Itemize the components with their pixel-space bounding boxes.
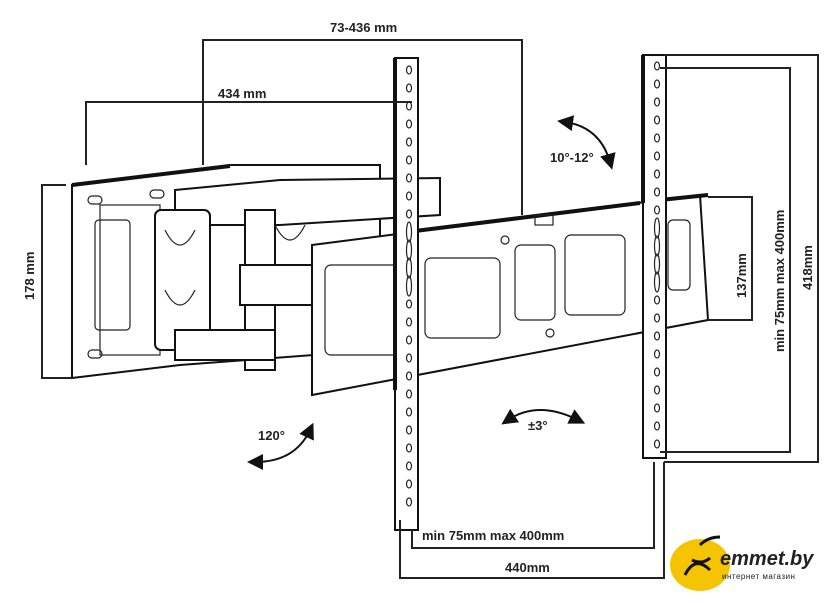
mounting-hole (405, 443, 413, 453)
swivel-angle-label: 120° (258, 428, 285, 443)
mounting-hole (653, 151, 661, 161)
mounting-hole (653, 271, 661, 293)
mounting-hole (405, 155, 413, 165)
mounting-hole (405, 497, 413, 507)
mounting-hole (405, 461, 413, 471)
mounting-hole (405, 119, 413, 129)
mounting-hole (653, 169, 661, 179)
mounting-hole (653, 439, 661, 449)
mounting-hole (653, 331, 661, 341)
mounting-hole (653, 115, 661, 125)
tilt-arrow (557, 115, 616, 170)
rotation-arrow (501, 408, 586, 425)
mounting-hole (405, 299, 413, 309)
mounting-hole (653, 253, 661, 275)
wall-plate-height-label: 178 mm (22, 252, 37, 300)
swing-arm (154, 176, 441, 371)
mounting-hole (405, 83, 413, 93)
mounting-hole (405, 257, 413, 279)
emmet-logo (670, 535, 730, 591)
total-width-label: 440mm (505, 560, 550, 575)
mounting-hole (405, 137, 413, 147)
mounting-hole (405, 317, 413, 327)
mounting-hole (653, 205, 661, 215)
rotation-angle-label: ±3° (528, 418, 548, 433)
mounting-hole (405, 335, 413, 345)
vertical-rail-right (641, 54, 667, 459)
mounting-hole (653, 421, 661, 431)
mounting-hole (405, 221, 413, 243)
bracket-height-label: 137mm (734, 253, 749, 298)
vesa-horizontal-label: min 75mm max 400mm (422, 528, 564, 543)
tilt-angle-label: 10°-12° (550, 150, 594, 165)
mounting-hole (405, 425, 413, 435)
mounting-hole (405, 407, 413, 417)
mounting-hole (405, 479, 413, 489)
total-height-label: 418mm (800, 245, 815, 290)
mounting-hole (653, 79, 661, 89)
mounting-hole (653, 295, 661, 305)
swivel-arrow (247, 422, 314, 470)
mounting-hole (405, 353, 413, 363)
mounting-hole (405, 209, 413, 219)
mounting-hole (653, 349, 661, 359)
dimension-lines (41, 39, 819, 579)
mounting-hole (653, 367, 661, 377)
mounting-hole (653, 187, 661, 197)
vesa-vertical-label: min 75mm max 400mm (772, 210, 787, 352)
logo-tagline: интернет магазин (722, 572, 796, 581)
mounting-hole (405, 371, 413, 381)
mounting-hole (653, 97, 661, 107)
mounting-hole (653, 61, 661, 71)
mounting-hole (405, 65, 413, 75)
mounting-hole (405, 239, 413, 261)
mounting-hole (653, 313, 661, 323)
mounting-hole (653, 385, 661, 395)
arm-length-label: 434 mm (218, 86, 266, 101)
mounting-hole (653, 403, 661, 413)
mounting-hole (653, 235, 661, 257)
mounting-hole (653, 133, 661, 143)
logo-name: emmet.by (720, 548, 814, 570)
mounting-hole (405, 389, 413, 399)
mounting-hole (653, 217, 661, 239)
mounting-hole (405, 275, 413, 297)
mounting-hole (405, 173, 413, 183)
arm-extension-label: 73-436 mm (330, 20, 397, 35)
mounting-hole (405, 191, 413, 201)
vertical-rail-left (393, 57, 419, 531)
